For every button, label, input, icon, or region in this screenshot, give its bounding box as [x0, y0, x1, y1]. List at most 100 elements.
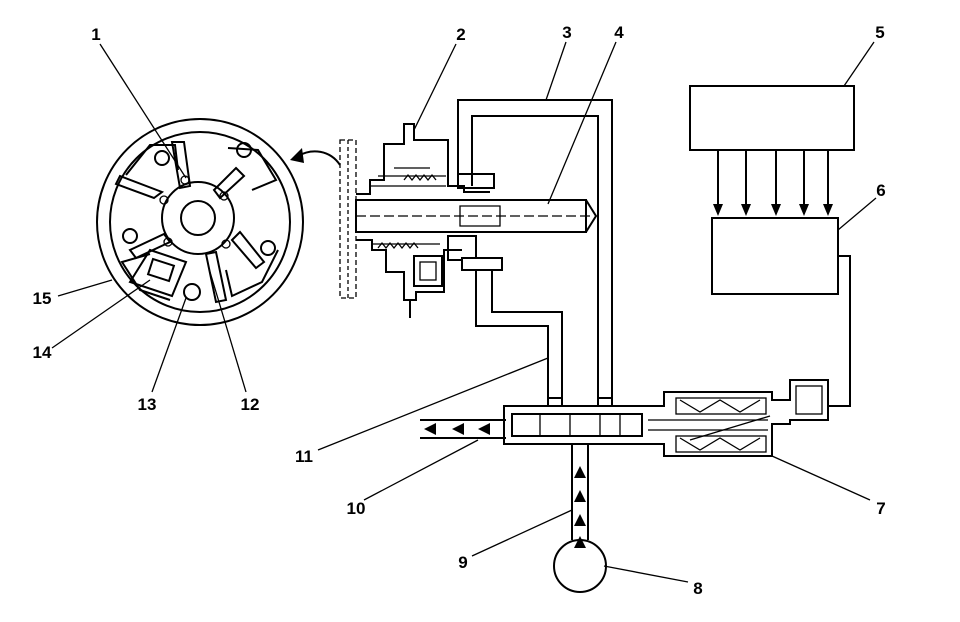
supply-arrow	[574, 466, 586, 478]
callout-4: 4	[614, 23, 624, 42]
rotor-vane	[204, 250, 228, 304]
callout-7: 7	[876, 499, 885, 518]
rotor-vane	[212, 166, 246, 200]
callout-6: 6	[876, 181, 885, 200]
leader-7	[771, 455, 871, 501]
internal-lines	[370, 167, 446, 245]
oil-lines	[457, 99, 613, 404]
leader-9	[471, 509, 573, 557]
callout-3: 3	[562, 23, 571, 42]
coil-lower	[675, 435, 767, 453]
phaser-housing-outer	[96, 118, 304, 326]
lower-housing-block	[413, 255, 443, 287]
armature-spring	[689, 415, 771, 441]
oil-supply	[553, 444, 607, 593]
spool-lands	[539, 414, 621, 436]
leader-6	[837, 197, 877, 231]
rotor-vane	[230, 230, 266, 270]
oil-passage-advance-inner	[471, 115, 599, 404]
oil-passage-retard-inner	[491, 262, 563, 404]
spring-upper	[403, 173, 437, 182]
drain-arrow	[478, 423, 490, 435]
rotor-hub	[161, 181, 235, 255]
supply-arrow	[574, 536, 586, 548]
callout-12: 12	[241, 395, 260, 414]
leader-4	[547, 41, 617, 205]
leader-13	[151, 297, 187, 393]
callout-15: 15	[33, 289, 52, 308]
oil-control-valve	[503, 379, 829, 457]
oil-passage	[221, 239, 231, 249]
bearing-cap-lower	[447, 235, 477, 261]
driver-module-box	[711, 217, 839, 295]
callout-9: 9	[458, 553, 467, 572]
leader-10	[363, 439, 479, 501]
drain-arrow	[452, 423, 464, 435]
bolt-hole	[236, 142, 252, 158]
oil-passage-advance-outer	[457, 99, 613, 404]
signal-arrows	[713, 150, 833, 216]
leader-15	[57, 279, 113, 297]
solenoid-wire	[828, 255, 851, 407]
callout-labels: 1 2 3 4 5 6 7 8 9 10 11 12 13 14 15	[33, 23, 886, 598]
oil-passage-retard-outer	[475, 262, 549, 404]
leader-11	[317, 357, 549, 451]
lock-pin	[146, 257, 176, 283]
rotor-vane	[114, 174, 165, 200]
bolt-hole	[260, 240, 276, 256]
port-advance	[597, 397, 613, 407]
housing-lobes	[120, 144, 279, 301]
oil-passage	[163, 237, 173, 247]
phaser-rotor-assembly	[96, 118, 304, 326]
retard-port	[461, 257, 503, 271]
supply-arrow	[574, 514, 586, 526]
solenoid-body	[503, 379, 829, 457]
ecm-box	[689, 85, 855, 151]
view-arrow-curve	[297, 150, 341, 166]
coil-windings	[679, 399, 761, 451]
leader-2	[413, 43, 457, 131]
phaser-housing-inner	[109, 131, 291, 313]
armature	[648, 419, 768, 431]
callout-11: 11	[295, 447, 313, 466]
rotor-center-bore	[180, 200, 216, 236]
leader-12	[209, 271, 247, 393]
callout-5: 5	[875, 23, 884, 42]
camshaft-section	[339, 123, 598, 318]
leader-lines	[51, 41, 877, 583]
leader-14	[51, 279, 151, 349]
oil-drain	[420, 419, 506, 439]
callout-1: 1	[91, 25, 100, 44]
lower-housing-inner	[419, 261, 437, 281]
lock-pin-housing	[128, 248, 188, 298]
leader-5	[843, 41, 875, 87]
leader-3	[545, 41, 567, 101]
callout-10: 10	[347, 499, 366, 518]
drain-arrow	[424, 423, 436, 435]
callout-8: 8	[693, 579, 702, 598]
leader-1	[99, 43, 187, 179]
camshaft-journal	[459, 205, 501, 227]
callout-14: 14	[33, 343, 52, 362]
bolt-hole	[122, 228, 138, 244]
oil-passage	[219, 191, 229, 201]
rotor-vane	[170, 141, 192, 190]
oil-passage	[159, 195, 169, 205]
callout-13: 13	[138, 395, 157, 414]
valve-spool	[511, 413, 643, 437]
bolt-hole	[183, 283, 201, 301]
control-modules	[689, 85, 855, 407]
view-arrow	[290, 148, 341, 166]
electrical-connector	[795, 385, 823, 415]
rotor-vane	[128, 232, 172, 260]
camshaft-tip	[585, 199, 598, 233]
bolt-hole	[154, 150, 170, 166]
callout-2: 2	[456, 25, 465, 44]
port-retard	[547, 397, 563, 407]
spring-lower	[377, 241, 419, 250]
view-arrow-head	[290, 148, 304, 163]
leader-8	[603, 565, 689, 583]
supply-arrow	[574, 490, 586, 502]
coil-upper	[675, 397, 767, 415]
